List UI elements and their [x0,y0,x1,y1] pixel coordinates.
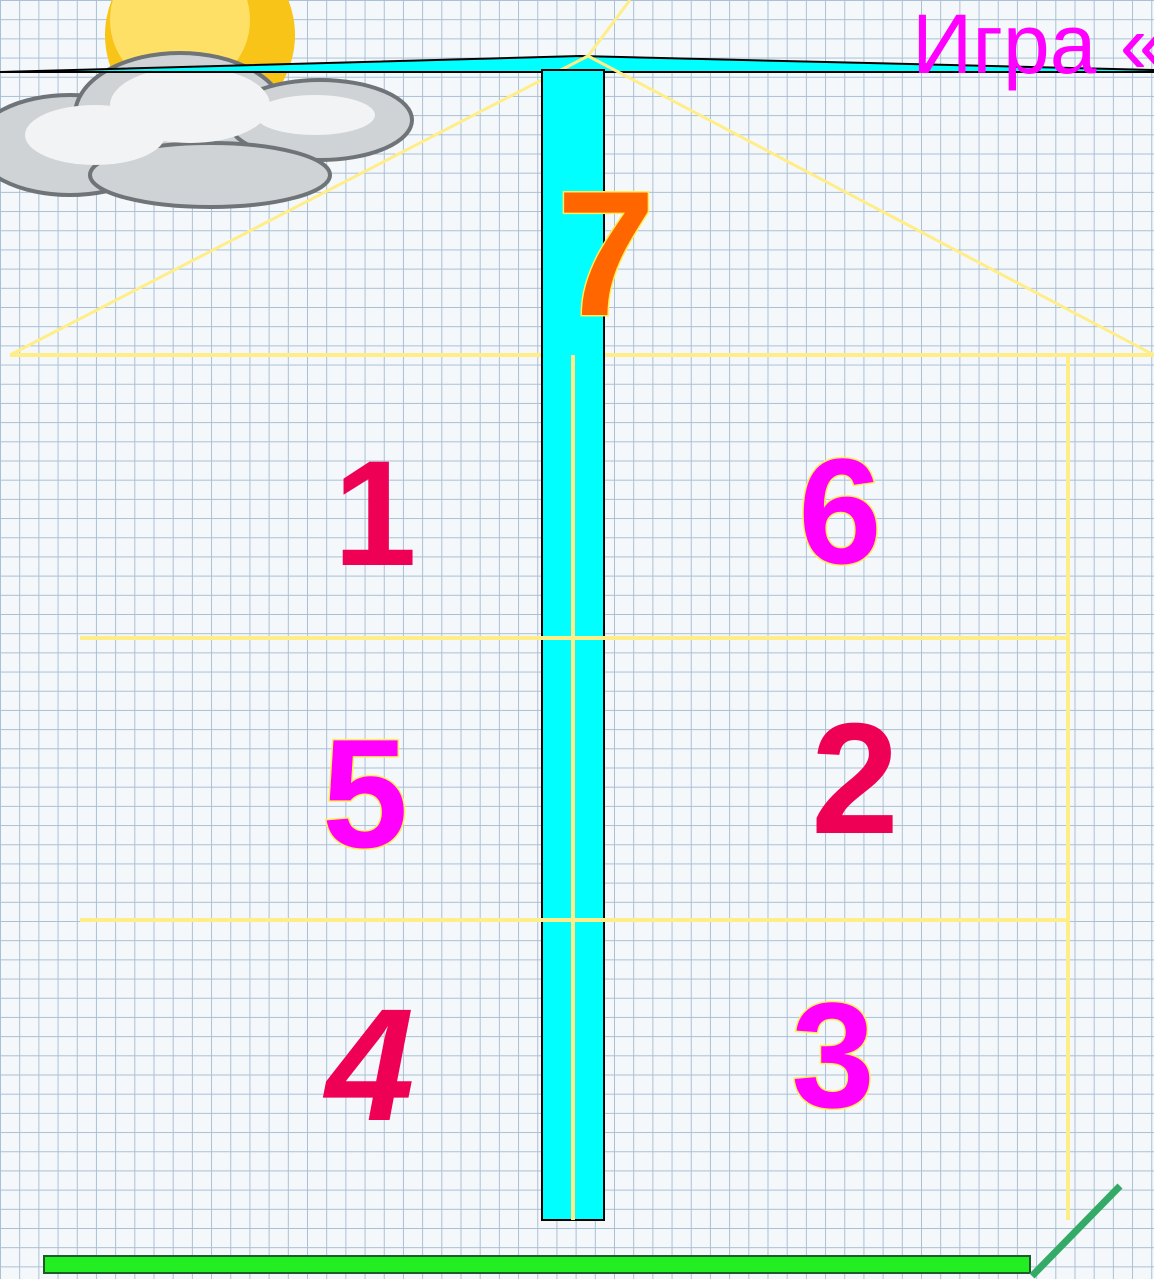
game-title: Игра « [912,2,1154,86]
number-5: 5 [280,716,450,871]
number-3: 3 [738,980,928,1130]
number-1: 1 [300,438,450,588]
number-4: 4 [280,985,460,1145]
number-6: 6 [760,436,920,586]
number-2: 2 [770,700,940,858]
ground-bar [44,1256,1030,1273]
number-7: 7 [540,165,672,343]
antenna [588,0,630,56]
sun-behind-cloud-icon [0,0,412,207]
ground-rail [1032,1186,1120,1276]
